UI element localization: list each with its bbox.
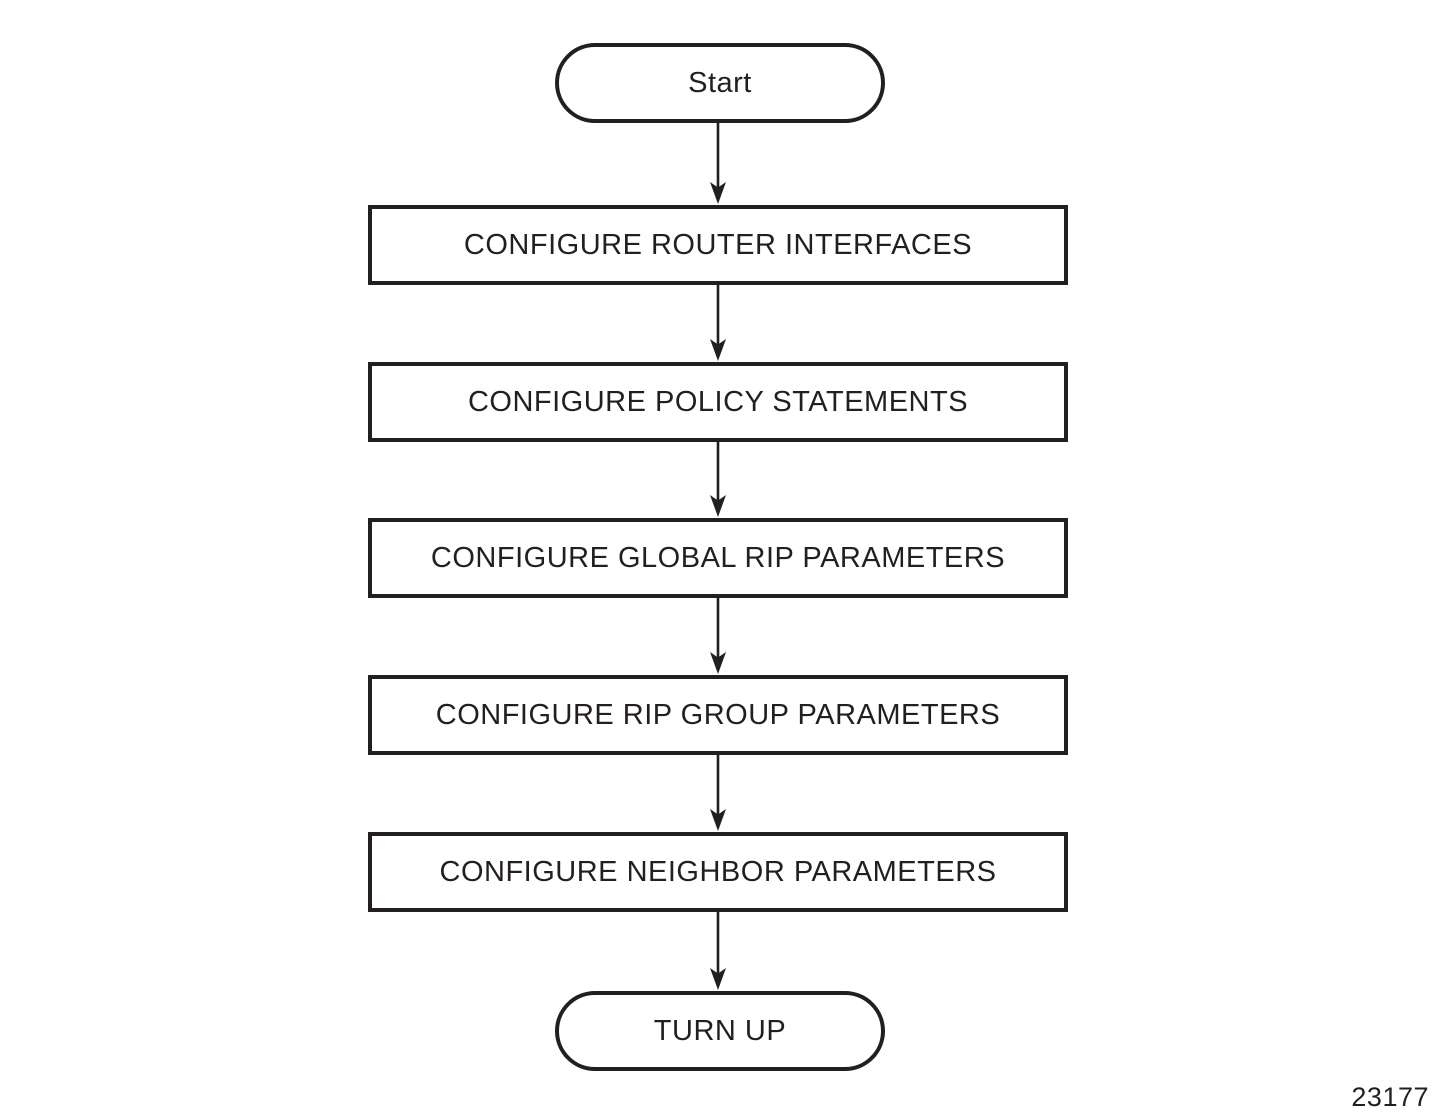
- step-configure-neighbor-parameters: CONFIGURE NEIGHBOR PARAMETERS: [368, 832, 1068, 912]
- arrow-down-icon: [710, 755, 726, 831]
- end-node: TURN UP: [555, 991, 885, 1071]
- step-configure-global-rip-parameters: CONFIGURE GLOBAL RIP PARAMETERS: [368, 518, 1068, 598]
- arrow-down-icon: [710, 598, 726, 674]
- start-node-label: Start: [688, 66, 752, 99]
- arrow-down-icon: [710, 442, 726, 517]
- step-configure-router-interfaces: CONFIGURE ROUTER INTERFACES: [368, 205, 1068, 285]
- step-label: CONFIGURE ROUTER INTERFACES: [463, 228, 973, 261]
- step-label: CONFIGURE RIP GROUP PARAMETERS: [435, 698, 1001, 731]
- step-label: CONFIGURE NEIGHBOR PARAMETERS: [439, 855, 997, 888]
- figure-number: 23177: [1351, 1082, 1429, 1112]
- arrow-down-icon: [710, 285, 726, 361]
- step-configure-rip-group-parameters: CONFIGURE RIP GROUP PARAMETERS: [368, 675, 1068, 755]
- step-label: CONFIGURE POLICY STATEMENTS: [467, 385, 969, 418]
- arrow-down-icon: [710, 123, 726, 204]
- step-configure-policy-statements: CONFIGURE POLICY STATEMENTS: [368, 362, 1068, 442]
- start-node: Start: [555, 43, 885, 123]
- step-label: CONFIGURE GLOBAL RIP PARAMETERS: [430, 541, 1006, 574]
- end-node-label: TURN UP: [653, 1014, 787, 1047]
- arrow-down-icon: [710, 912, 726, 990]
